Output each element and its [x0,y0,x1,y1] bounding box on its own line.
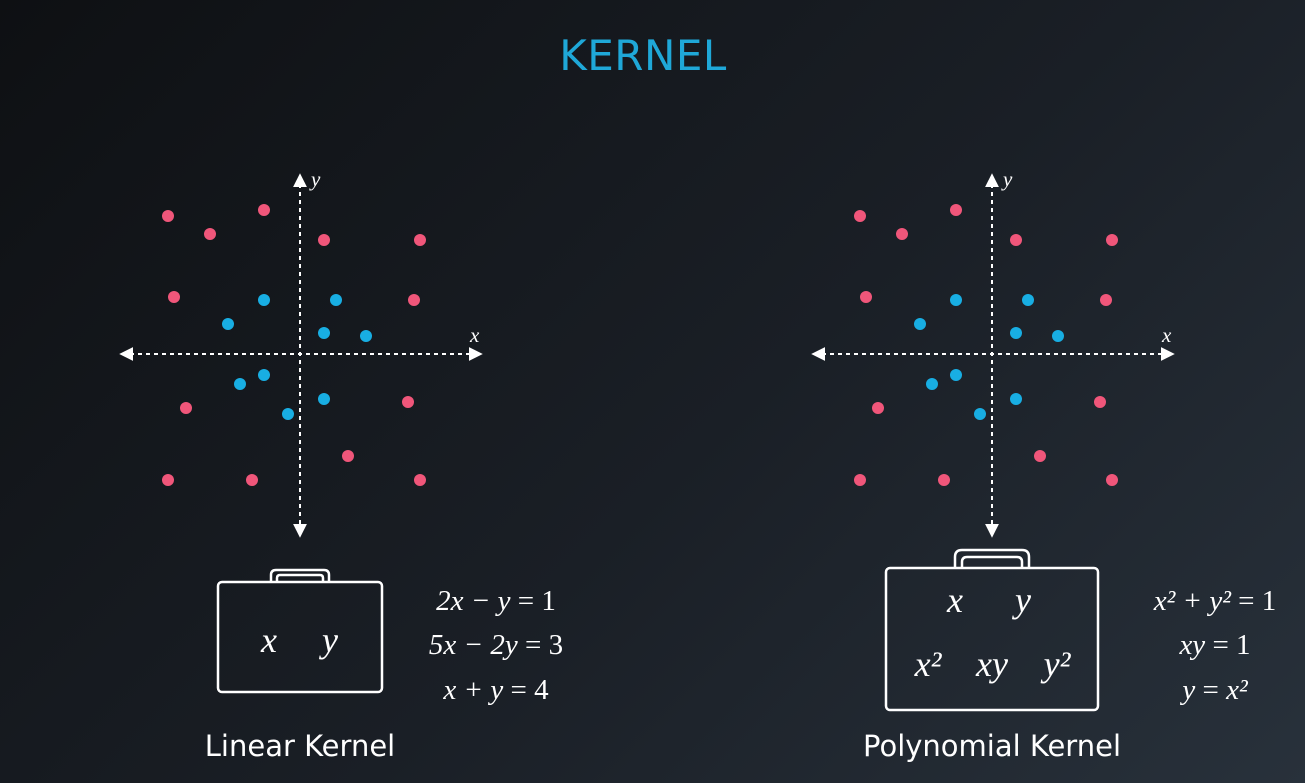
equation-2: 5x − 2y = 3 [429,629,563,661]
blue-data-point [360,330,372,342]
red-data-point [872,402,884,414]
feature-y: y [319,620,338,660]
blue-data-point [318,393,330,405]
red-data-point [1100,294,1112,306]
red-data-point [318,234,330,246]
feature-y-squared: y² [1041,644,1072,684]
briefcase-handle [953,548,1031,568]
feature-x: x [946,580,963,620]
polynomial-equations: x² + y² = 1 xy = 1 y = x² [1153,585,1277,706]
red-data-point [1106,234,1118,246]
red-data-point [860,291,872,303]
y-axis-label: y [309,167,321,191]
feature-x: x [260,620,277,660]
red-data-point [1106,474,1118,486]
feature-y: y [1012,580,1031,620]
red-data-point [402,396,414,408]
red-data-point [414,234,426,246]
blue-data-point [330,294,342,306]
red-data-point [950,204,962,216]
red-data-point [1010,234,1022,246]
blue-data-point [974,408,986,420]
red-data-point [1094,396,1106,408]
red-data-point [408,294,420,306]
feature-x-squared: x² [914,644,943,684]
equation-1: x² + y² = 1 [1153,585,1277,617]
red-data-point [938,474,950,486]
y-axis-label: y [1001,167,1013,191]
x-axis-label: x [469,323,480,347]
red-data-point [246,474,258,486]
red-data-point [168,291,180,303]
red-data-point [204,228,216,240]
red-data-point [258,204,270,216]
polynomial-feature-box: x y x² xy y² [884,548,1100,712]
blue-data-point [914,318,926,330]
red-data-point [180,402,192,414]
red-data-point [162,210,174,222]
linear-equations: 2x − y = 1 5x − 2y = 3 x + y = 4 [429,585,563,706]
blue-data-point [318,327,330,339]
equation-2: xy = 1 [1178,629,1250,661]
red-data-point [1034,450,1046,462]
polynomial-kernel-caption: Polynomial Kernel [863,729,1121,763]
briefcase-icon [884,566,1100,712]
blue-data-point [1010,393,1022,405]
blue-data-point [950,369,962,381]
red-data-point [854,210,866,222]
red-data-point [162,474,174,486]
polynomial-kernel-panel: x y x y x² xy y² x² + y² = 1 xy = 1 y = … [811,167,1277,763]
red-data-point [896,228,908,240]
red-data-point [414,474,426,486]
blue-data-point [950,294,962,306]
blue-data-point [1022,294,1034,306]
blue-data-point [282,408,294,420]
blue-data-point [926,378,938,390]
blue-data-point [258,294,270,306]
equation-1: 2x − y = 1 [436,585,556,617]
blue-data-point [258,369,270,381]
polynomial-data-points [854,204,1118,486]
linear-kernel-panel: x y x y 2x − y = 1 5x − 2y = 3 x + y = 4… [119,167,563,763]
briefcase-handle [269,568,331,582]
blue-data-point [1052,330,1064,342]
blue-data-point [1010,327,1022,339]
linear-kernel-caption: Linear Kernel [205,729,395,763]
blue-data-point [222,318,234,330]
red-data-point [342,450,354,462]
slide-title: KERNEL [559,31,727,80]
linear-scatter-plot: x y [119,167,483,538]
red-data-point [854,474,866,486]
x-axis-label: x [1161,323,1172,347]
equation-3: x + y = 4 [442,674,549,706]
polynomial-scatter-plot: x y [811,167,1175,538]
feature-xy: xy [975,644,1008,684]
briefcase-icon [216,580,384,694]
linear-data-points [162,204,426,486]
linear-feature-box: x y [216,568,384,694]
blue-data-point [234,378,246,390]
equation-3: y = x² [1179,674,1249,706]
